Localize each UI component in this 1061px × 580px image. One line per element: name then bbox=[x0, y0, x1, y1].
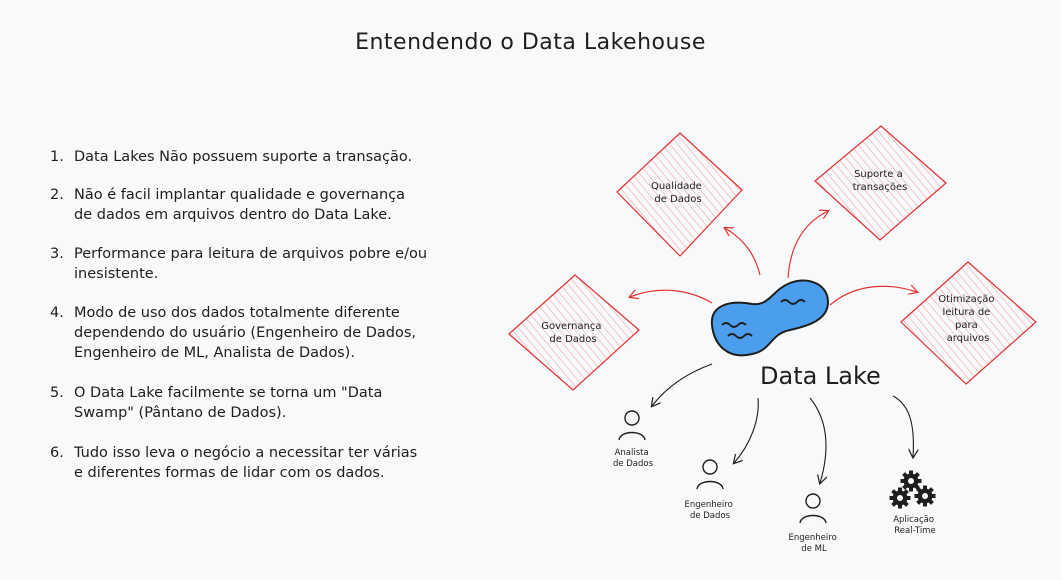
list-number: 3. bbox=[50, 246, 64, 262]
list-number: 6. bbox=[50, 445, 64, 461]
arrow-to-analista bbox=[652, 363, 713, 406]
svg-text:Aplicação Real-Time: Aplicação Real-Time bbox=[893, 515, 937, 536]
list-text: de dados em arquivos dentro do Data Lake… bbox=[74, 207, 392, 223]
svg-text:Engenheiro de ML: Engenheiro de ML bbox=[789, 533, 840, 554]
otimizacao-diamond: Otimização leitura de para arquivos bbox=[900, 261, 1037, 385]
arrow-to-suporte bbox=[787, 211, 828, 279]
analista-label: Analista bbox=[615, 448, 649, 458]
list-number: 2. bbox=[50, 187, 64, 203]
list-number: 1. bbox=[50, 149, 64, 165]
list-item: 3. Performance para leitura de arquivos … bbox=[50, 244, 480, 284]
suporte-diamond: Suporte a transações bbox=[814, 125, 947, 241]
page-title: Entendendo o Data Lakehouse bbox=[355, 30, 706, 55]
eng-ml-label: Engenheiro bbox=[789, 533, 837, 543]
aplicacao-label: Aplicação bbox=[893, 515, 934, 525]
data-lake-label: Data Lake bbox=[760, 362, 881, 390]
aplicacao-label: Real-Time bbox=[894, 526, 935, 536]
eng-ml-person-icon bbox=[799, 493, 827, 524]
svg-text:Otimização leitura de: Otimização leitura de para arquivos bbox=[938, 294, 997, 344]
list-text: O Data Lake facilmente se torna um "Data bbox=[74, 385, 383, 401]
svg-text:Qualidade de Dados: Qualidade de Dados bbox=[651, 181, 705, 205]
list-text: Não é facil implantar qualidade e govern… bbox=[74, 187, 406, 203]
arrow-to-aplicacao bbox=[892, 395, 913, 457]
arrow-to-otimizacao bbox=[829, 286, 917, 306]
qualidade-label: Qualidade bbox=[651, 181, 702, 192]
list-number: 4. bbox=[50, 305, 64, 321]
eng-dados-label: de Dados bbox=[690, 511, 731, 521]
qualidade-label: de Dados bbox=[654, 194, 701, 205]
list-text: Engenheiro de ML, Analista de Dados). bbox=[74, 345, 355, 361]
gears-icon bbox=[889, 470, 936, 509]
list-text: Modo de uso dos dados totalmente diferen… bbox=[74, 305, 400, 321]
otimizacao-label: arquivos bbox=[947, 333, 990, 344]
list-number: 5. bbox=[50, 385, 64, 401]
list-text: Swamp" (Pântano de Dados). bbox=[74, 405, 287, 421]
list-text: e diferentes formas de lidar com os dado… bbox=[74, 465, 385, 481]
arrow-to-eng-dados bbox=[734, 397, 759, 463]
suporte-label: transações bbox=[853, 182, 908, 193]
otimizacao-label: para bbox=[955, 320, 978, 331]
analista-label: de Dados bbox=[613, 459, 654, 469]
arrow-to-eng-ml bbox=[809, 397, 826, 483]
arrow-to-governanca bbox=[630, 290, 713, 304]
list-text: Performance para leitura de arquivos pob… bbox=[74, 246, 428, 262]
analista-person-icon bbox=[618, 410, 646, 441]
list-item: 1. Data Lakes Não possuem suporte a tran… bbox=[50, 147, 480, 167]
eng-dados-person-icon bbox=[696, 459, 724, 490]
list-text: Data Lakes Não possuem suporte a transaç… bbox=[74, 149, 413, 165]
list-item: 5. O Data Lake facilmente se torna um "D… bbox=[50, 383, 480, 423]
list-text: inesistente. bbox=[74, 266, 159, 282]
list-text: dependendo do usuário (Engenheiro de Dad… bbox=[74, 325, 417, 341]
svg-text:Engenheiro de Dados: Engenheiro de Dados bbox=[685, 500, 736, 521]
governanca-label: de Dados bbox=[549, 334, 596, 345]
svg-text:Governança de Dados: Governança de Dados bbox=[541, 321, 605, 345]
eng-dados-label: Engenheiro bbox=[685, 500, 733, 510]
eng-ml-label: de ML bbox=[801, 544, 827, 554]
suporte-label: Suporte a bbox=[854, 169, 903, 180]
data-lake-icon bbox=[710, 279, 829, 357]
list-item: 4. Modo de uso dos dados totalmente dife… bbox=[50, 303, 480, 363]
otimizacao-label: Otimização bbox=[938, 294, 994, 305]
qualidade-diamond: Qualidade de Dados bbox=[616, 132, 743, 257]
list-item: 2. Não é facil implantar qualidade e gov… bbox=[50, 185, 480, 225]
governanca-diamond: Governança de Dados bbox=[508, 274, 640, 391]
list-text: Tudo isso leva o negócio a necessitar te… bbox=[74, 445, 418, 461]
list-item: 6. Tudo isso leva o negócio a necessitar… bbox=[50, 443, 480, 483]
arrow-to-qualidade bbox=[725, 228, 761, 276]
svg-text:Suporte a transações: Suporte a transações bbox=[853, 169, 908, 193]
otimizacao-label: leitura de bbox=[942, 307, 990, 318]
governanca-label: Governança bbox=[541, 321, 601, 332]
svg-text:Analista de Dados: Analista de Dados bbox=[613, 448, 654, 469]
